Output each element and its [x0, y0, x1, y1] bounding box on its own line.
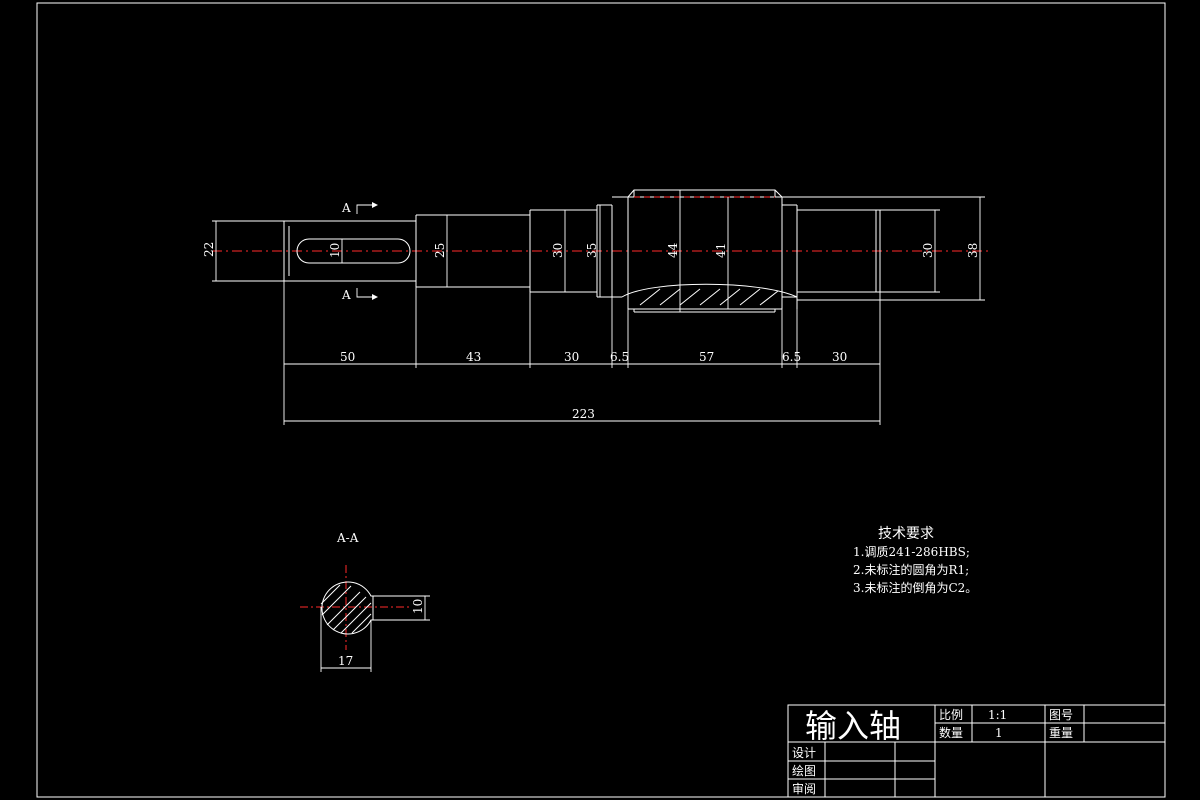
- design-label: 设计: [792, 746, 816, 760]
- section-marker-top-label: A: [341, 201, 351, 215]
- review-label: 审阅: [792, 781, 816, 796]
- dim-d30-right: 30: [921, 243, 935, 258]
- section-marker-top: [356, 202, 378, 214]
- dim-len-50: 50: [340, 350, 355, 364]
- dim-d41: 41: [714, 243, 728, 258]
- diameter-dimensions: [212, 190, 985, 312]
- part-name: 输入轴: [805, 707, 901, 745]
- tech-req-item-3: 3.未标注的倒角为C2。: [853, 580, 977, 595]
- tech-req-item-1: 1.调质241-286HBS;: [853, 545, 970, 559]
- gear-broken-section: [612, 283, 798, 309]
- dim-d35: 35: [585, 243, 599, 258]
- weight-label: 重量: [1049, 726, 1073, 740]
- section-hatch: [320, 584, 372, 634]
- shaft-section-d30-left: [529, 209, 597, 293]
- dim-total-223: 223: [572, 407, 595, 421]
- tech-req-heading: 技术要求: [878, 526, 934, 542]
- dim-d25: 25: [433, 243, 447, 258]
- drawing-frame: [36, 2, 1166, 798]
- dim-d30: 30: [551, 243, 565, 258]
- scale-label: 比例: [939, 708, 963, 722]
- title-block: [787, 704, 1166, 798]
- tech-req-item-2: 2.未标注的圆角为R1;: [853, 562, 969, 577]
- dim-d44: 44: [666, 242, 680, 258]
- shaft-main-view: [212, 189, 992, 313]
- section-marker-bottom: [356, 288, 378, 300]
- dim-d10: 10: [328, 243, 342, 258]
- dim-len-30: 30: [564, 350, 579, 364]
- gear-hatch: [639, 288, 779, 306]
- dim-len-57: 57: [699, 350, 714, 364]
- shaft-section-d22: [283, 220, 416, 282]
- shaft-section-d35: [596, 204, 613, 298]
- dim-len-43: 43: [466, 350, 481, 364]
- dim-len-6-5-right: 6.5: [782, 350, 801, 364]
- dim-d38: 38: [966, 243, 980, 258]
- length-dimensions: [283, 281, 881, 425]
- dim-d22: 22: [202, 242, 216, 257]
- shaft-section-d30-right: [796, 205, 881, 297]
- shaft-section-d35-right: [782, 204, 797, 298]
- keyway-slot: [296, 238, 411, 264]
- dim-section-17: 17: [338, 654, 353, 668]
- dim-len-6-5-left: 6.5: [610, 350, 629, 364]
- quantity-label: 数量: [939, 725, 963, 740]
- section-a-a-view: [300, 565, 430, 672]
- scale-value: 1:1: [988, 708, 1007, 722]
- dim-key-10: 10: [411, 599, 425, 614]
- section-marker-bottom-label: A: [341, 288, 351, 302]
- draw-label: 绘图: [792, 763, 816, 778]
- quantity-value: 1: [995, 726, 1003, 740]
- section-view-label: A-A: [336, 531, 359, 545]
- drawing-no-label: 图号: [1049, 708, 1073, 722]
- shaft-section-d25: [415, 214, 530, 288]
- dim-len-30-right: 30: [832, 350, 847, 364]
